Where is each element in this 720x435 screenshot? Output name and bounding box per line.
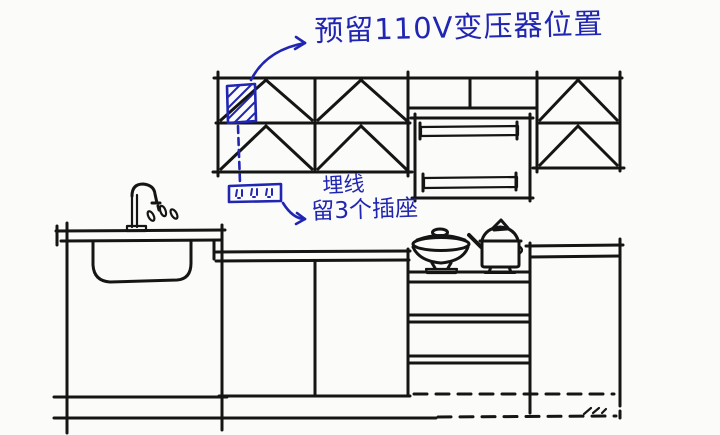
transformer-note-text: 预留110V变压器位置 bbox=[313, 6, 604, 48]
transformer-note-arrow bbox=[249, 35, 307, 82]
pot-lid bbox=[480, 225, 520, 242]
door-peak-icon bbox=[538, 78, 619, 122]
outlet-strip-mark bbox=[227, 182, 283, 204]
arrow-head-icon bbox=[294, 211, 307, 226]
counter-lip-line bbox=[59, 238, 223, 243]
water-drop-icon bbox=[169, 208, 179, 220]
door-peak-icon bbox=[316, 124, 408, 171]
range-hood bbox=[409, 112, 535, 203]
wok-stand-legs bbox=[430, 261, 453, 270]
counter-lip-line bbox=[214, 258, 411, 263]
wok-stand-base bbox=[424, 267, 459, 275]
pot-lid-knob bbox=[490, 218, 510, 232]
door-peak-icon bbox=[219, 78, 314, 122]
faucet-stem bbox=[130, 192, 139, 229]
water-drop-icon bbox=[158, 204, 168, 218]
pot-handle bbox=[467, 233, 483, 249]
leader-dashed-line bbox=[236, 124, 242, 185]
faucet-gooseneck bbox=[130, 182, 159, 205]
wiring-note-line2-text: 留3个插座 bbox=[310, 195, 419, 225]
floor-lines bbox=[52, 406, 618, 420]
floor-dashed-line bbox=[436, 414, 618, 419]
wiring-note-line1-text: 埋线 bbox=[321, 171, 366, 198]
hatch-lines bbox=[227, 84, 257, 123]
right-tall-cabinet bbox=[524, 237, 625, 421]
sink-cabinet bbox=[52, 221, 229, 435]
wok-lid-knob bbox=[431, 227, 449, 238]
counter-top-line bbox=[214, 249, 412, 254]
arrow-curve bbox=[249, 41, 307, 82]
cabinet-top-line bbox=[524, 243, 625, 248]
upper-middle-cabinet bbox=[406, 76, 539, 110]
door-peak-icon bbox=[538, 124, 619, 167]
upper-right-cabinet bbox=[531, 70, 626, 174]
door-peak-icon bbox=[219, 124, 314, 171]
hood-vent-slat bbox=[419, 124, 520, 138]
arrow-head-icon bbox=[293, 35, 307, 51]
pot-body bbox=[480, 239, 521, 269]
outlet-box bbox=[227, 182, 283, 204]
wok-rim bbox=[411, 236, 471, 252]
pot bbox=[467, 218, 524, 274]
outlet-note-arrow bbox=[281, 201, 307, 226]
cabinet-top-inner-line bbox=[528, 254, 622, 259]
hood-vent-slat bbox=[422, 175, 519, 190]
stove-drawer-unit bbox=[406, 241, 616, 415]
wok bbox=[411, 227, 471, 275]
transformer-location-mark bbox=[225, 82, 258, 185]
hood-vent-slat-end bbox=[418, 120, 519, 141]
door-peak-icon bbox=[316, 78, 408, 122]
pot-side-handle bbox=[517, 244, 524, 256]
faucet-base bbox=[125, 224, 148, 233]
outlet-symbols bbox=[235, 188, 273, 199]
middle-base-cabinet bbox=[214, 249, 412, 398]
water-drop-icon bbox=[146, 210, 156, 222]
sink-basin bbox=[91, 240, 193, 284]
faucet bbox=[125, 182, 179, 233]
wok-bowl bbox=[411, 245, 470, 265]
hood-vent-slat-end bbox=[421, 171, 518, 193]
hatched-rectangle bbox=[225, 82, 258, 125]
upper-left-cabinet bbox=[211, 70, 624, 178]
floor-hatch-ticks bbox=[582, 406, 608, 416]
